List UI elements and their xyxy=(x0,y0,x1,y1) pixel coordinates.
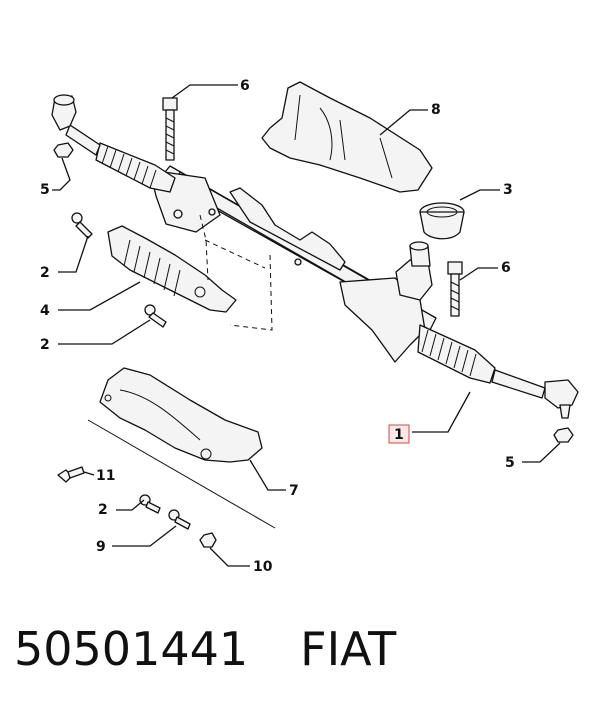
bolt-small-mid xyxy=(144,304,167,328)
callout-5-right: 5 xyxy=(505,455,515,471)
leader-6b xyxy=(459,267,498,281)
leader-11 xyxy=(83,471,95,476)
callout-2-lower: 2 xyxy=(98,502,108,518)
bolt-2-lower xyxy=(139,494,161,514)
ground-line xyxy=(87,419,276,529)
callout-3: 3 xyxy=(503,182,513,198)
leader-4 xyxy=(58,281,141,311)
projection-lines xyxy=(199,214,273,331)
bolt-upper xyxy=(162,97,178,161)
leader-3 xyxy=(459,189,500,201)
leader-5a xyxy=(52,157,71,191)
bolt-small-upper xyxy=(71,212,93,239)
bolt-11 xyxy=(57,466,85,483)
leader-1 xyxy=(412,391,471,433)
nut-10 xyxy=(199,532,217,548)
callout-9: 9 xyxy=(96,539,106,555)
callout-1: 1 xyxy=(394,427,404,443)
callout-11: 11 xyxy=(96,468,115,484)
callout-10: 10 xyxy=(253,559,273,575)
heat-shield-upper xyxy=(261,81,433,193)
callout-2-mid: 2 xyxy=(40,337,50,353)
rack-boot-assembly xyxy=(107,225,237,313)
part-number: 50501441 xyxy=(14,622,249,676)
callout-6-upper: 6 xyxy=(240,78,250,94)
heat-shield-lower xyxy=(99,367,263,463)
leader-10 xyxy=(209,547,250,567)
leader-7 xyxy=(249,459,286,491)
bolt-right xyxy=(447,261,463,317)
nut-left xyxy=(53,142,74,158)
leader-2b xyxy=(58,319,151,345)
leader-8 xyxy=(379,109,428,136)
part-caption: 50501441 FIAT xyxy=(14,622,396,676)
callout-1-highlight xyxy=(388,424,410,444)
screw-9 xyxy=(168,509,191,530)
steering-rack-exploded-diagram: 6 8 3 6 5 2 4 2 1 5 7 11 2 9 10 xyxy=(40,78,579,575)
leader-6a xyxy=(171,84,238,99)
callout-8: 8 xyxy=(431,102,441,118)
callout-2-upper: 2 xyxy=(40,265,50,281)
pinion-seal xyxy=(419,202,465,240)
callout-6-right: 6 xyxy=(501,260,511,276)
nut-right xyxy=(553,427,574,443)
leader-5b xyxy=(522,442,561,463)
callout-5-left: 5 xyxy=(40,182,50,198)
steering-rack xyxy=(51,94,579,419)
leader-2a xyxy=(58,235,89,273)
callout-7: 7 xyxy=(289,483,299,499)
callout-4: 4 xyxy=(40,303,50,319)
leader-2c xyxy=(116,499,145,511)
brand-name: FIAT xyxy=(300,622,397,676)
leader-9 xyxy=(112,525,177,547)
